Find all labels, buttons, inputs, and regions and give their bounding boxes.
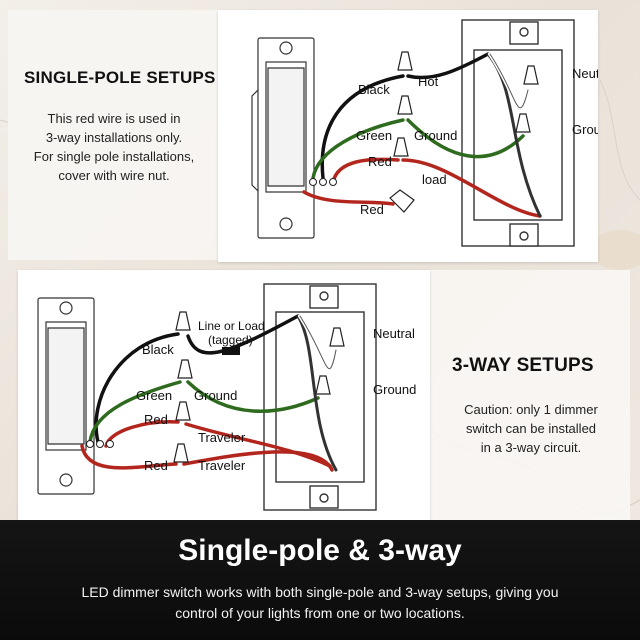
three-way-note: Caution: only 1 dimmer switch can be ins… (436, 400, 626, 457)
label-black: Black (358, 82, 390, 97)
red-wire (331, 157, 400, 184)
three-way-text-panel (430, 270, 630, 520)
green-wire (88, 380, 182, 444)
label-neutral: Neutral (373, 326, 415, 341)
tag-marker (222, 347, 240, 355)
label-red-2: Red (144, 458, 168, 473)
electrical-box (263, 283, 377, 511)
three-way-title: 3-WAY SETUPS (452, 355, 594, 376)
dimmer-switch (251, 37, 315, 239)
label-load: load (422, 172, 447, 187)
label-ground-box: Ground (572, 122, 598, 137)
label-green: Green (356, 128, 392, 143)
ground-wire (186, 380, 320, 413)
label-black: Black (142, 342, 174, 357)
wire-nut-box-ground (515, 113, 531, 133)
single-pole-title: SINGLE-POLE SETUPS (24, 68, 216, 87)
label-ground-box: Ground (373, 382, 416, 397)
wire-nut-line-load (175, 311, 191, 331)
neutral-white-outline (299, 315, 337, 370)
neutral-white-outline (489, 53, 529, 109)
wire-nut-ground (177, 359, 193, 379)
single-pole-diagram-panel: Black Hot Green Ground Red load Red Neut… (218, 10, 615, 262)
three-way-wiring-diagram: Line or Load (tagged) Black Green Ground… (37, 283, 416, 511)
red-capped-wire (302, 190, 395, 206)
electrical-box (461, 19, 575, 247)
label-hot: Hot (418, 74, 439, 89)
wire-nut-neutral (329, 327, 345, 347)
banner-body: LED dimmer switch works with both single… (30, 582, 610, 624)
single-pole-wiring-diagram: Black Hot Green Ground Red load Red Neut… (251, 19, 615, 247)
label-traveler-1: Traveler (198, 430, 246, 445)
single-pole-note-line: cover with wire nut. (58, 168, 170, 183)
label-ground: Ground (414, 128, 457, 143)
label-green: Green (136, 388, 172, 403)
switch-terminals (86, 440, 114, 448)
single-pole-note-line: This red wire is used in (47, 111, 181, 126)
wire-nut-box-ground (315, 375, 331, 395)
label-red: Red (368, 154, 392, 169)
wire-nut-red-cap (389, 189, 415, 213)
line-or-load-wire (186, 314, 300, 355)
dimmer-switch (37, 297, 95, 495)
switch-terminals (309, 178, 337, 186)
wire-nut-traveler-2 (173, 443, 189, 463)
green-wire (311, 118, 405, 180)
wire-nut-neutral (523, 65, 539, 85)
red-traveler-2 (80, 444, 178, 470)
wires (80, 314, 338, 472)
banner-title: Single-pole & 3-way (178, 534, 462, 567)
wires (302, 52, 542, 218)
wire-nut-hot (397, 51, 413, 71)
label-neutral: Neutral (572, 66, 598, 81)
single-pole-note-line: For single pole installations, (33, 149, 195, 164)
banner-body-line: LED dimmer switch works with both single… (81, 584, 559, 600)
box-lead (296, 314, 338, 472)
ground-wire (406, 118, 525, 159)
load-wire (401, 158, 542, 218)
single-pole-note-line: 3-way installations only. (45, 130, 183, 145)
hot-wire (406, 52, 490, 80)
three-way-note-line: in a 3-way circuit. (480, 440, 582, 455)
banner-body-line: control of your lights from one or two l… (175, 605, 465, 621)
label-tagged: (tagged) (208, 333, 253, 347)
wire-nuts (173, 311, 345, 463)
wire-nut-traveler-1 (175, 401, 191, 421)
label-line-or-load: Line or Load (198, 319, 265, 333)
label-red-1: Red (144, 412, 168, 427)
wire-nut-ground (397, 95, 413, 115)
three-way-diagram-panel: Line or Load (tagged) Black Green Ground… (18, 270, 430, 520)
three-way-note-line: Caution: only 1 dimmer (464, 402, 598, 417)
wire-nut-load (393, 137, 409, 157)
single-pole-note: This red wire is used in 3-way installat… (16, 109, 212, 185)
traveler-1-wire (184, 422, 332, 468)
label-traveler-2: Traveler (198, 458, 246, 473)
traveler-2-wire (182, 450, 334, 472)
three-way-note-line: switch can be installed (465, 421, 597, 436)
label-red-capped: Red (360, 202, 384, 217)
label-ground: Ground (194, 388, 237, 403)
wire-nuts (389, 51, 539, 213)
single-pole-text-panel (8, 10, 218, 260)
bottom-banner (0, 520, 640, 640)
